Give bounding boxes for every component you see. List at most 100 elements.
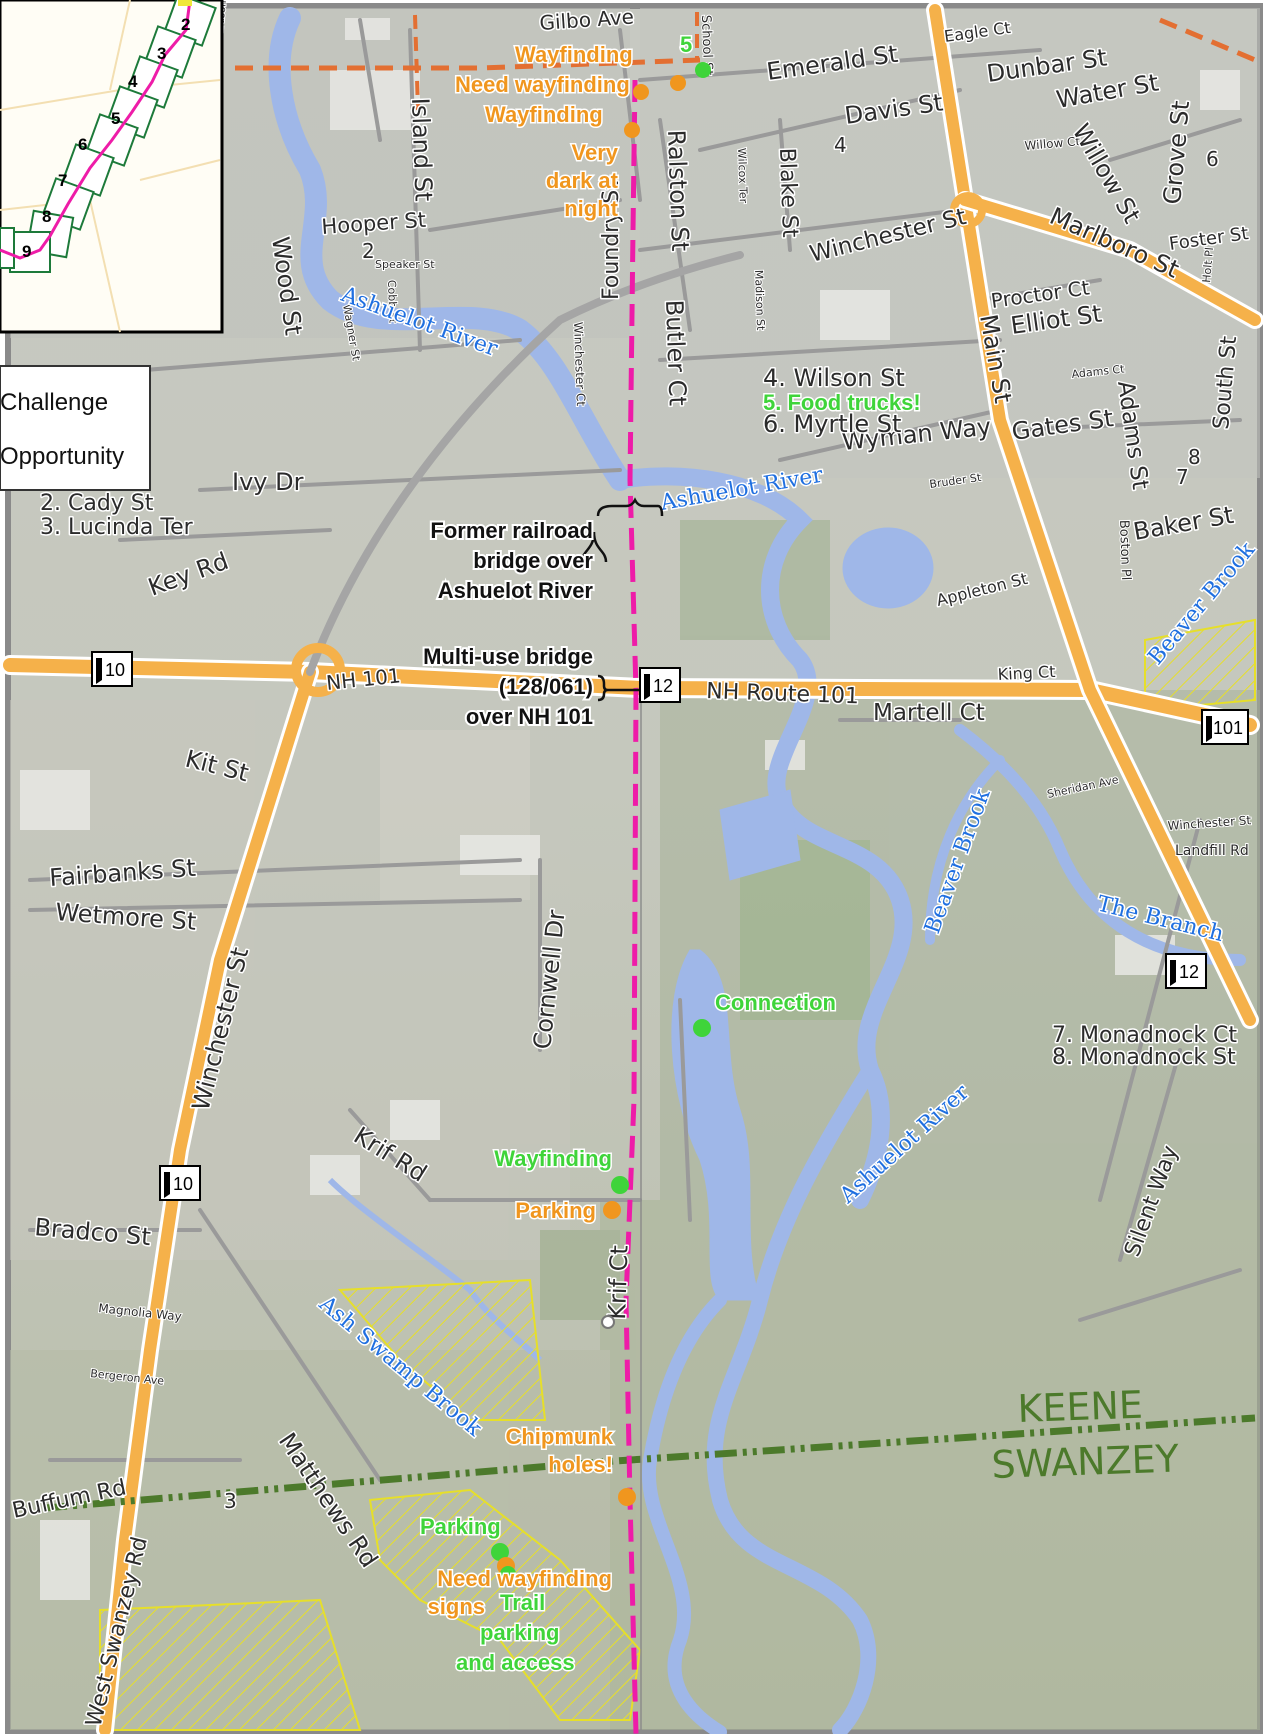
water [268, 7, 1246, 1734]
shield-10-south: 10 [159, 1165, 201, 1201]
challenge-chipmunk-2: holes! [548, 1452, 613, 1477]
list-monadnock-st: 8. Monadnock St [1052, 1045, 1236, 1070]
roundabout-west [291, 643, 345, 697]
challenge-dot-chipmunk [618, 1488, 636, 1506]
number-8-adams: 8 [1188, 445, 1201, 469]
list-myrtle: 6. Myrtle St [763, 410, 901, 438]
list-cady: 2. Cady St [40, 491, 154, 516]
shield-12-north-label: 12 [653, 676, 673, 696]
list-lucinda: 3. Lucinda Ter [40, 515, 194, 540]
number-4-davis: 4 [834, 133, 847, 157]
opportunity-dot-connection [693, 1019, 711, 1037]
list-monadnock-ct: 7. Monadnock Ct [1052, 1023, 1237, 1048]
shield-12-north: 12 [639, 667, 681, 703]
opportunity-connection: Connection [715, 990, 836, 1015]
shield-10-south-label: 10 [173, 1174, 193, 1194]
challenge-dot-top-2 [670, 75, 686, 91]
challenge-need-wayfinding-signs-1: Need wayfinding [437, 1566, 612, 1591]
street-boston: Boston Pl [1116, 520, 1133, 581]
town-line [44, 1414, 1256, 1512]
note-multiuse-bridge-3: over NH 101 [466, 704, 593, 729]
town-keene: KEENE [1017, 1383, 1144, 1431]
legend-opportunity: Opportunity [0, 443, 124, 470]
opportunity-wayfinding-krif: Wayfinding [494, 1146, 612, 1171]
inset-seg-4: 4 [128, 72, 138, 91]
challenge-wayfinding-top: Wayfinding [515, 42, 633, 67]
markers [491, 62, 711, 1582]
challenge-labels: Wayfinding Need wayfinding Wayfinding Ve… [426, 41, 634, 1621]
challenge-chipmunk-1: Chipmunk [505, 1424, 613, 1449]
list-wilson: 4. Wilson St [763, 364, 905, 392]
note-former-bridge-3: Ashuelot River [438, 578, 594, 603]
shield-10-north-label: 10 [105, 660, 125, 680]
number-6-grove: 6 [1206, 147, 1219, 171]
shield-101: 101 [1201, 709, 1249, 745]
town-swanzey: SWANZEY [991, 1436, 1181, 1487]
number-7-adams: 7 [1176, 465, 1189, 489]
rail-trail [623, 79, 639, 1734]
krif-ct-point [601, 1315, 615, 1329]
opportunity-trail-parking-3: and access [456, 1650, 575, 1675]
bridge-notes: Former railroad bridge over Ashuelot Riv… [421, 497, 664, 731]
street-butler: Butler Ct [660, 299, 692, 406]
opportunity-dot-trail-access [500, 1566, 516, 1582]
opportunity-5: 5 [680, 32, 692, 57]
street-cobb: Cobb St [385, 280, 400, 324]
street-madison: Madison St [752, 270, 767, 332]
inset-seg-9: 9 [22, 242, 31, 261]
opportunity-food-trucks: 5. Food trucks! [763, 390, 921, 415]
legend: Challenge Opportunity [0, 365, 151, 491]
roundabout-north [950, 192, 986, 228]
street-king: King Ct [997, 662, 1056, 684]
number-2-hooper: 2 [362, 239, 375, 263]
street-foundry: Foundry St [599, 181, 624, 300]
note-multiuse-bridge-2: (128/061) [499, 674, 593, 699]
challenge-dot-parking-krif [603, 1201, 621, 1219]
street-holt: Holt Pl [1200, 247, 1216, 284]
inset-seg-6: 6 [78, 135, 87, 154]
challenge-very-dark-2: dark at [546, 168, 619, 193]
opportunity-labels: 5 5. Food trucks! Connection Wayfinding … [419, 31, 923, 1677]
street-ralston: Ralston St [662, 129, 694, 252]
street-landfill: Landfill Rd [1175, 843, 1249, 859]
challenge-dot-top-3 [624, 122, 640, 138]
challenge-dot-top-1 [633, 84, 649, 100]
challenge-very-dark-3: night [564, 196, 618, 221]
note-multiuse-bridge-1: Multi-use bridge [423, 644, 593, 669]
street-krif-ct: Krif Ct [603, 1245, 634, 1320]
inset-segments [0, 0, 217, 273]
shield-101-label: 101 [1213, 718, 1243, 738]
street-speaker: Speaker St [375, 258, 435, 271]
brace-former-bridge-b [596, 497, 664, 517]
street-school: School St [698, 15, 715, 76]
number-3-matthews: 3 [224, 1489, 237, 1513]
street-island: Island St [406, 97, 438, 202]
challenge-wayfinding-mid: Wayfinding [485, 102, 603, 127]
street-blake: Blake St [774, 147, 802, 238]
rail-line [235, 17, 1256, 71]
challenge-parking-krif: Parking [515, 1198, 596, 1223]
inset-trail [0, 0, 192, 260]
shield-12-east-label: 12 [1179, 962, 1199, 982]
street-martell: Martell Ct [873, 700, 985, 726]
inset-seg-7: 7 [58, 171, 67, 190]
route-shields: 10 12 101 12 10 [91, 651, 1249, 1201]
inset-map: 2 3 4 5 6 7 8 9 [0, 0, 224, 334]
brace-former-bridge [580, 531, 608, 563]
opportunity-dot-parking-south [491, 1543, 509, 1561]
challenge-need-wayfinding-signs-2: signs [428, 1594, 485, 1619]
opportunity-dot-5 [695, 62, 711, 78]
legend-challenge: Challenge [0, 389, 108, 416]
street-winchester-st2: Winchester St [1167, 813, 1252, 833]
hatched-areas [99, 618, 1256, 1731]
street-ivy: Ivy Dr [232, 468, 304, 496]
challenge-very-dark-1: Very [572, 140, 619, 165]
challenge-need-wayfinding-top: Need wayfinding [455, 72, 630, 97]
note-former-bridge-1: Former railroad [430, 518, 593, 543]
opportunity-trail-parking-1: Trail [500, 1590, 545, 1615]
note-former-bridge-2: bridge over [473, 548, 593, 573]
brace-multiuse-bridge [597, 674, 640, 702]
street-route101: NH Route 101 [706, 679, 860, 709]
